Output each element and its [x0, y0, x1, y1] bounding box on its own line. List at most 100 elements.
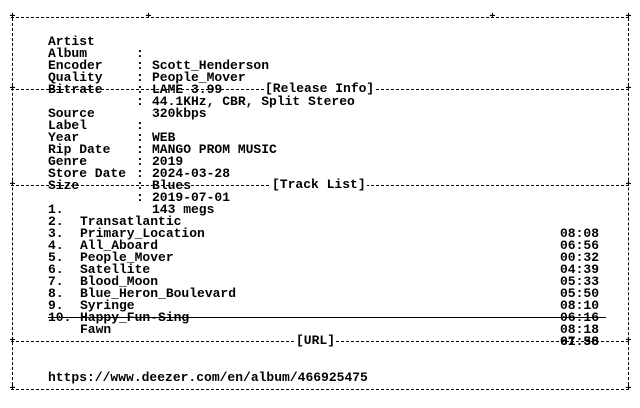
info-value: 320kbps — [152, 106, 207, 121]
track-number: 2. — [48, 214, 64, 229]
track-number: 10. — [48, 310, 72, 325]
track-row: 7. Blue_Heron_Boulevard 08:10 — [0, 264, 640, 312]
track-duration: 04:39 — [560, 262, 600, 277]
info-value: Scott_Henderson — [152, 58, 270, 73]
info-colon: : — [136, 94, 144, 109]
info-label: Quality — [48, 70, 103, 85]
track-title: Transatlantic — [80, 214, 182, 229]
info-value: 44.1KHz, CBR, Split Stereo — [152, 94, 355, 109]
corner-plus: + — [9, 384, 16, 395]
corner-plus: + — [9, 180, 16, 191]
release-colon: : — [136, 118, 144, 133]
release-label: Label — [48, 118, 88, 133]
release-info-header: [Release Info] — [264, 81, 376, 96]
track-number: 3. — [48, 226, 64, 241]
info-label: Artist — [48, 34, 95, 49]
track-duration: 08:10 — [560, 298, 600, 313]
track-title: All_Aboard — [80, 238, 159, 253]
release-colon: : — [136, 190, 144, 205]
release-colon: : — [136, 142, 144, 157]
release-row-rip-date: Rip Date : 2024-03-28 — [0, 132, 640, 180]
release-label: Size — [48, 178, 80, 193]
info-row-quality: Quality : 44.1KHz, CBR, Split Stereo — [0, 60, 640, 108]
track-row: 3. All_Aboard 00:32 — [0, 216, 640, 264]
release-label: Genre — [48, 154, 88, 169]
release-row-year: Year : 2019 — [0, 120, 640, 168]
corner-plus: + — [9, 84, 16, 95]
track-title: Blue_Heron_Boulevard — [80, 286, 237, 301]
track-row: 8. Syringe 06:16 — [0, 276, 640, 324]
track-number: 1. — [48, 202, 64, 217]
release-value: 143 megs — [152, 202, 215, 217]
release-row-store-date: Store Date : 2019-07-01 — [0, 156, 640, 204]
track-number: 8. — [48, 286, 64, 301]
track-duration: 05:33 — [560, 274, 600, 289]
track-row: 9. Happy_Fun-Sing 08:18 — [0, 288, 640, 336]
release-value: 2019 — [152, 154, 184, 169]
top-border — [11, 17, 629, 18]
release-colon: : — [136, 154, 144, 169]
total-separator — [48, 317, 606, 318]
corner-plus: + — [625, 84, 632, 95]
url-header: [URL] — [295, 333, 337, 348]
corner-plus: + — [625, 12, 632, 23]
info-value: People_Mover — [152, 70, 246, 85]
track-title: Primary_Location — [80, 226, 205, 241]
bottom-border — [11, 389, 629, 390]
info-row-encoder: Encoder : LAME 3.99 — [0, 48, 640, 96]
corner-plus: + — [9, 12, 16, 23]
release-label: Source — [48, 106, 95, 121]
info-colon: : — [136, 58, 144, 73]
track-duration: 06:56 — [560, 238, 600, 253]
track-number: 7. — [48, 274, 64, 289]
release-label: Store Date — [48, 166, 127, 181]
release-label: Rip Date — [48, 142, 111, 157]
release-value: MANGO PROM MUSIC — [152, 142, 277, 157]
track-number: 9. — [48, 298, 64, 313]
corner-plus: + — [625, 384, 632, 395]
track-row: 4. People_Mover 04:39 — [0, 228, 640, 276]
track-row: 6. Blood_Moon 05:50 — [0, 252, 640, 300]
corner-plus: + — [9, 336, 16, 347]
info-label: Album — [48, 46, 88, 61]
release-row-label: Label : MANGO PROM MUSIC — [0, 108, 640, 156]
track-duration: 00:32 — [560, 250, 600, 265]
info-label: Encoder — [48, 58, 103, 73]
info-row-artist: Artist : Scott_Henderson — [0, 24, 640, 72]
track-title: Fawn — [80, 322, 112, 337]
total-duration: 61:58 — [560, 334, 600, 349]
release-row-source: Source : WEB — [0, 96, 640, 144]
track-row: 2. Primary_Location 06:56 — [0, 204, 640, 252]
album-url-link[interactable]: https://www.deezer.com/en/album/46692547… — [48, 370, 368, 385]
release-value: 2019-07-01 — [152, 190, 231, 205]
corner-plus: + — [625, 180, 632, 191]
track-number: 5. — [48, 250, 64, 265]
info-row-album: Album : People_Mover — [0, 36, 640, 84]
right-border — [628, 18, 629, 390]
track-duration: 05:50 — [560, 286, 600, 301]
info-colon: : — [136, 70, 144, 85]
track-title: Satellite — [80, 262, 151, 277]
release-colon: : — [136, 166, 144, 181]
corner-plus: + — [625, 336, 632, 347]
release-colon: : — [136, 130, 144, 145]
release-value: 2024-03-28 — [152, 166, 231, 181]
track-number: 6. — [48, 262, 64, 277]
track-row: 1. Transatlantic 08:08 — [0, 192, 640, 240]
track-title: Blood_Moon — [80, 274, 159, 289]
track-title: Syringe — [80, 298, 135, 313]
release-label: Year — [48, 130, 80, 145]
info-colon: : — [136, 46, 144, 61]
corner-plus: + — [489, 12, 496, 23]
track-list-header: [Track List] — [271, 177, 367, 192]
url-row: https://www.deezer.com/en/album/46692547… — [0, 360, 640, 384]
release-row-genre: Genre : Blues — [0, 144, 640, 192]
release-value: WEB — [152, 130, 176, 145]
track-row: 5. Satellite 05:33 — [0, 240, 640, 288]
info-label: Bitrate — [48, 82, 103, 97]
track-number: 4. — [48, 238, 64, 253]
track-title: People_Mover — [80, 250, 174, 265]
track-duration: 08:18 — [560, 322, 600, 337]
left-border — [12, 18, 13, 390]
corner-plus: + — [145, 12, 152, 23]
